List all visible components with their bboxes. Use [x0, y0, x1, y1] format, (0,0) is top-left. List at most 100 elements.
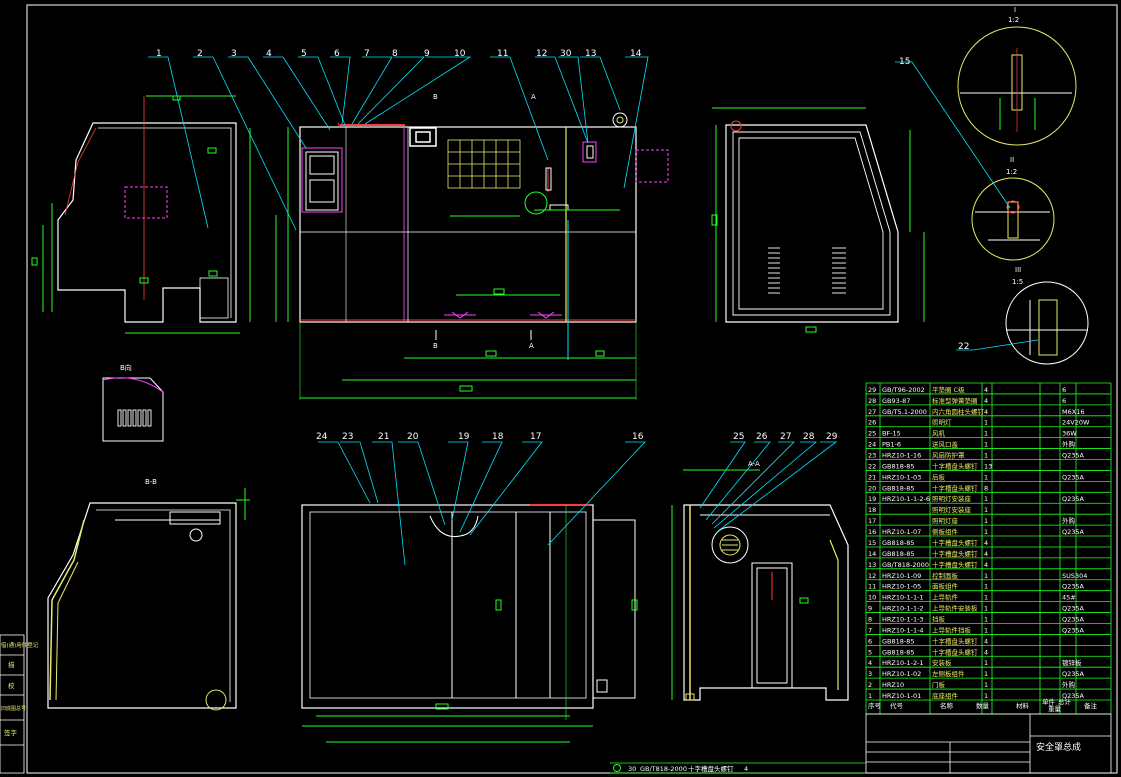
bom-cell-qty: 1	[984, 572, 988, 580]
bom-header-name: 名称	[940, 701, 954, 710]
bom-cell-name: 上导轨件安装板	[932, 604, 978, 613]
bom-cell-qty: 4	[984, 648, 988, 656]
balloon-16: 16	[632, 432, 644, 442]
bom-cell-no: 2	[868, 681, 872, 689]
bom-cell-code: GB818-85	[882, 550, 915, 558]
balloon-2: 2	[197, 49, 203, 59]
balloon-18: 18	[492, 432, 504, 442]
balloon-28: 28	[803, 432, 815, 442]
bom-cell-qty: 4	[984, 408, 988, 416]
bom-cell-no: 22	[868, 462, 876, 470]
bom-cell-qty: 1	[984, 517, 988, 525]
bom-header-weight: 重量	[1048, 705, 1062, 713]
bom-cell-code: GB818-85	[882, 462, 915, 470]
bom-cell-code: HRZ10-1-01	[882, 692, 921, 700]
bom-cell-name: 送风口盖	[932, 440, 959, 449]
bom-cell-code: HRZ10-1-03	[882, 473, 921, 481]
bom-cell-qty: 1	[984, 659, 988, 667]
footer-code: GB/T818-2000	[640, 765, 687, 773]
bom-cell-name: 底座组件	[932, 691, 959, 700]
bom-cell-no: 26	[868, 419, 876, 427]
bom-cell-qty: 4	[984, 539, 988, 547]
bom-cell-name: 照明灯座	[932, 516, 959, 525]
bom-cell-qty: 1	[984, 495, 988, 503]
bom-cell-note: 外购	[1062, 680, 1076, 689]
bom-cell-no: 1	[868, 692, 872, 700]
bom-cell-no: 14	[868, 550, 876, 558]
bom-cell-note: Q235A	[1062, 452, 1085, 460]
bom-cell-code: HRZ10-1-1-3	[882, 615, 924, 623]
right-side-view	[711, 107, 925, 333]
drawing-border	[26, 4, 1118, 774]
balloon-30: 30	[560, 49, 572, 59]
bom-cell-note: 外购	[1062, 516, 1076, 525]
bom-cell-note: Q235A	[1062, 528, 1085, 536]
main-front-view	[275, 112, 669, 400]
stamp-1: 描	[8, 660, 15, 669]
balloon-4: 4	[266, 49, 272, 59]
bom-cell-name: 面板组件	[932, 582, 959, 591]
balloon-numbers-bottom: 24 23 21 20 19 18 17 16 25 26 27 28 29	[316, 432, 838, 442]
bom-cell-qty: 1	[984, 528, 988, 536]
bom-cell-note: 外购	[1062, 440, 1076, 449]
detail-view-iii	[1005, 281, 1089, 365]
balloon-22: 22	[958, 342, 969, 352]
bom-cell-no: 6	[868, 637, 872, 645]
bom-cell-code: HRZ10-1-1-2-6	[882, 495, 930, 503]
left-side-view	[31, 95, 251, 334]
bom-cell-code: PB1-6	[882, 441, 901, 449]
cut-b-top: B	[433, 93, 438, 101]
bom-cell-qty: 1	[984, 419, 988, 427]
bom-cell-note: Q235A	[1062, 615, 1085, 623]
bom-cell-qty: 4	[984, 386, 988, 394]
louver-right	[832, 247, 846, 294]
bom-cell-name: 十字槽盘头螺钉	[932, 647, 978, 656]
bom-cell-name: 内六角圆柱头螺钉	[932, 407, 985, 416]
bom-cell-code: GB/T5.1-2000	[882, 408, 927, 416]
bom-cell-qty: 1	[984, 692, 988, 700]
bom-cell-no: 11	[868, 583, 876, 591]
bom-cell-qty: 1	[984, 430, 988, 438]
bom-cell-code: GB818-85	[882, 637, 915, 645]
balloon-17: 17	[530, 432, 541, 442]
bom-cell-note: Q235A	[1062, 495, 1085, 503]
footer-no: 30	[628, 765, 636, 773]
bom-cell-note: Q235A	[1062, 605, 1085, 613]
bom-cell-no: 28	[868, 397, 876, 405]
bom-cell-qty: 4	[984, 550, 988, 558]
balloon-19: 19	[458, 432, 470, 442]
bom-cell-no: 24	[868, 441, 876, 449]
bom-cell-no: 5	[868, 648, 872, 656]
bom-cell-code: HRZ10-1-2-1	[882, 659, 924, 667]
bom-cell-no: 29	[868, 386, 876, 394]
detail-iii-label: III	[1015, 266, 1021, 274]
balloon-9: 9	[424, 49, 430, 59]
balloon-8: 8	[392, 49, 398, 59]
balloon-10: 10	[454, 49, 466, 59]
footer-qty: 4	[744, 765, 748, 773]
bom-cell-name: 十字槽盘头螺钉	[932, 636, 978, 645]
bom-cell-no: 25	[868, 430, 876, 438]
bom-header-qty: 数量	[976, 701, 990, 710]
bom-cell-code: GB818-85	[882, 648, 915, 656]
bom-cell-no: 15	[868, 539, 876, 547]
cut-a-bottom: A	[529, 342, 534, 350]
bom-cell-no: 8	[868, 615, 872, 623]
bom-cell-code: HRZ10-1-09	[882, 572, 921, 580]
bom-cell-no: 3	[868, 670, 872, 678]
bom-cell-note: 36W	[1062, 430, 1077, 438]
detail-view-i	[957, 26, 1077, 146]
bom-cell-code: HRZ10-1-07	[882, 528, 921, 536]
bom-cell-code: HRZ10-1-02	[882, 670, 921, 678]
bom-cell-code: HRZ10-1-1-4	[882, 626, 924, 634]
bom-header-unit: 单件	[1042, 697, 1056, 706]
bom-cell-qty: 4	[984, 397, 988, 405]
